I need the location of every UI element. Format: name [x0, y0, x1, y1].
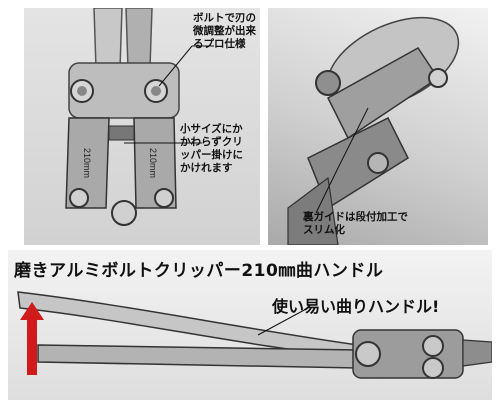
callout-clipper-hook: 小サイズにか かわらずクリ ッパー掛けに かけれます	[180, 123, 243, 174]
cutter-side-illustration	[17, 291, 492, 379]
cutter-front-illustration: 210mm 210mm	[65, 8, 214, 226]
product-title: 磨きアルミボルトクリッパー210㎜曲ハンドル	[14, 261, 384, 281]
tagline: 使い易い曲りハンドル!	[272, 297, 440, 316]
cutter-rear-illustration	[287, 16, 460, 245]
engraving-left: 210mm	[82, 148, 92, 178]
photo-cutter-side	[8, 250, 492, 400]
callout-bolt-adjust: ボルトで刃の 微調整が出来 るプロ仕様	[193, 12, 256, 50]
engraving-right: 210mm	[148, 148, 158, 178]
photo-cutter-front: 210mm 210mm ボルトで刃の 微調整が出来 るプロ仕様 小サイズにか か…	[24, 8, 260, 245]
up-arrow-icon	[20, 302, 44, 375]
photo-cutter-rear: 裏ガイドは段付加工で スリム化	[268, 8, 488, 245]
callout-rear-guide: 裏ガイドは段付加工で スリム化	[303, 211, 408, 236]
